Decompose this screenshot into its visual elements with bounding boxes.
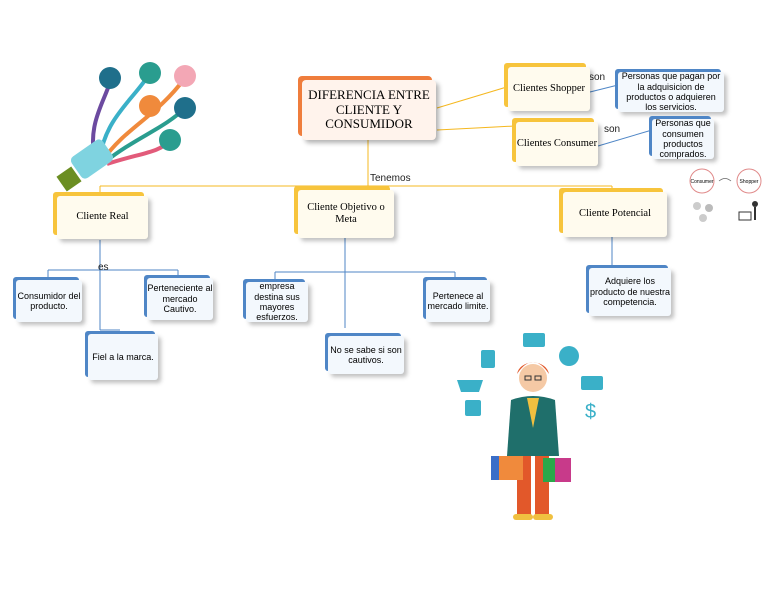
label-tenemos: Tenemos bbox=[370, 173, 411, 184]
cliente-real-node: Cliente Real bbox=[57, 196, 148, 239]
obj-leaf-pertenece: Pertenece al mercado limite. bbox=[426, 280, 490, 322]
network-hand-illustration bbox=[56, 62, 196, 192]
pot-leaf-adquiere-text: Adquiere los producto de nuestra compete… bbox=[589, 276, 671, 308]
real-leaf-perteneciente: Perteneciente al mercado Cautivo. bbox=[147, 278, 213, 320]
clientes-shopper-label: Clientes Shopper bbox=[512, 82, 586, 94]
shopper-desc: Personas que pagan por la adquisicion de… bbox=[621, 71, 721, 113]
main-title-node: DIFERENCIA ENTRE CLIENTE Y CONSUMIDOR bbox=[302, 80, 436, 140]
cliente-potencial-node: Cliente Potencial bbox=[563, 192, 667, 237]
mini-consumer-text: Consumer bbox=[690, 179, 713, 185]
pot-leaf-adquiere: Adquiere los producto de nuestra compete… bbox=[589, 268, 671, 316]
cliente-real-label: Cliente Real bbox=[76, 211, 129, 223]
clientes-shopper-node: Clientes Shopper bbox=[508, 67, 590, 111]
cliente-potencial-label: Cliente Potencial bbox=[578, 208, 652, 220]
label-son-1: son bbox=[589, 72, 606, 83]
real-leaf-fiel-text: Fiel a la marca. bbox=[92, 351, 154, 362]
consumer-desc: Personas que consumen productos comprado… bbox=[655, 118, 711, 160]
obj-leaf-empresa: empresa destina sus mayores esfuerzos. bbox=[246, 281, 308, 323]
cliente-objetivo-node: Cliente Objetivo o Meta bbox=[298, 190, 394, 238]
clientes-consumer-node: Clientes Consumer bbox=[516, 122, 598, 166]
consumer-shopper-graphic: Consumer Shopper bbox=[689, 168, 762, 222]
cliente-objetivo-label: Cliente Objetivo o Meta bbox=[307, 201, 385, 225]
clientes-consumer-label: Clientes Consumer bbox=[516, 137, 598, 149]
main-title: DIFERENCIA ENTRE CLIENTE Y CONSUMIDOR bbox=[308, 86, 430, 132]
shopper-woman-illustration: $ bbox=[457, 333, 603, 520]
consumer-desc-node: Personas que consumen productos comprado… bbox=[652, 118, 714, 160]
real-leaf-consumidor-text: Consumidor del producto. bbox=[17, 290, 81, 311]
real-leaf-consumidor: Consumidor del producto. bbox=[16, 280, 82, 322]
obj-leaf-cautivos: No se sabe si son cautivos. bbox=[328, 336, 404, 374]
obj-leaf-cautivos-text: No se sabe si son cautivos. bbox=[330, 344, 402, 365]
obj-leaf-pertenece-text: Pertenece al mercado limite. bbox=[427, 290, 489, 311]
svg-text:$: $ bbox=[585, 401, 596, 423]
real-leaf-fiel: Fiel a la marca. bbox=[88, 334, 158, 380]
shopper-desc-node: Personas que pagan por la adquisicion de… bbox=[618, 71, 724, 113]
label-son-2: son bbox=[604, 124, 621, 135]
label-es: es bbox=[98, 262, 109, 273]
obj-leaf-empresa-text: empresa destina sus mayores esfuerzos. bbox=[254, 281, 300, 323]
mini-shopper-text: Shopper bbox=[740, 179, 759, 185]
real-leaf-perteneciente-text: Perteneciente al mercado Cautivo. bbox=[147, 283, 213, 315]
